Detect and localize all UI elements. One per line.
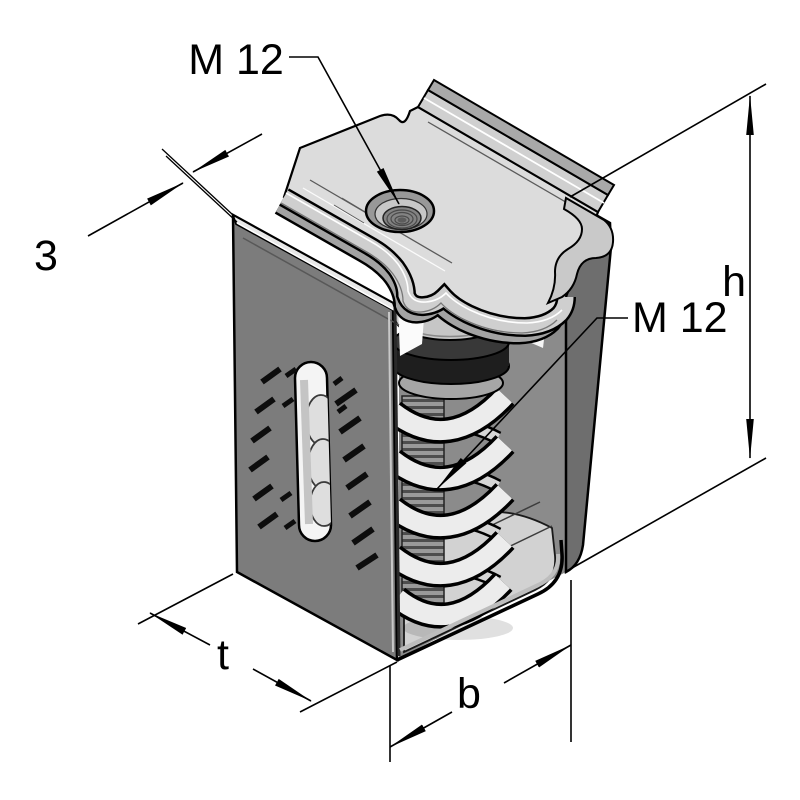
label-sheet-thickness: 3 (34, 232, 58, 280)
wall-bend-line (242, 237, 400, 326)
extension-line (564, 457, 767, 573)
extension-line (569, 83, 767, 198)
dimension-height (564, 83, 767, 573)
dimension-depth (137, 573, 398, 713)
vent-slot (293, 360, 333, 543)
dim-arrow (149, 612, 211, 646)
label-inner-thread: M 12 (632, 294, 728, 342)
dim-arrow (503, 644, 572, 684)
dimension-thickness (87, 133, 263, 237)
bottom-edge-highlight (399, 553, 561, 652)
dimension-top-thread (289, 56, 400, 205)
front-flange (274, 188, 576, 345)
label-height: h (722, 258, 746, 306)
extension-line (137, 573, 234, 625)
label-width: b (457, 670, 481, 718)
dim-arrow (389, 711, 453, 748)
extension-line (161, 148, 234, 216)
extension-line (165, 155, 238, 223)
thread-line (390, 211, 414, 227)
leader-line (436, 317, 628, 490)
thread-line (386, 209, 418, 229)
wall-front-edge-dark (393, 307, 401, 657)
thread-line (394, 215, 410, 225)
bottom-front-edge (396, 539, 564, 662)
back-rib-highlight (423, 97, 605, 204)
wall-top-highlight (236, 222, 395, 311)
floor-detail-line (485, 501, 541, 529)
face-detail-line (333, 204, 365, 224)
hole-center (397, 217, 407, 223)
face-detail-line (302, 187, 446, 272)
extension-line (299, 661, 398, 713)
label-top-thread: M 12 (188, 36, 284, 84)
spring-front-coils (384, 386, 515, 629)
dimensions (87, 56, 767, 762)
hatch-marks (248, 366, 379, 571)
back-flange-lip (426, 78, 616, 197)
threaded-hole (364, 188, 436, 234)
top-bracket (274, 78, 616, 345)
wall-front-edge-light (388, 311, 394, 653)
dimension-inner-thread (436, 317, 628, 490)
leader-line (289, 56, 400, 205)
dim-arrow (252, 668, 312, 702)
dim-arrow (192, 133, 263, 173)
slot-edge-strip (300, 379, 313, 525)
right-flange-curl (545, 196, 615, 306)
left-wall (231, 212, 401, 663)
label-depth: t (217, 631, 229, 679)
dim-arrow (87, 182, 184, 237)
dimension-width (389, 580, 572, 762)
